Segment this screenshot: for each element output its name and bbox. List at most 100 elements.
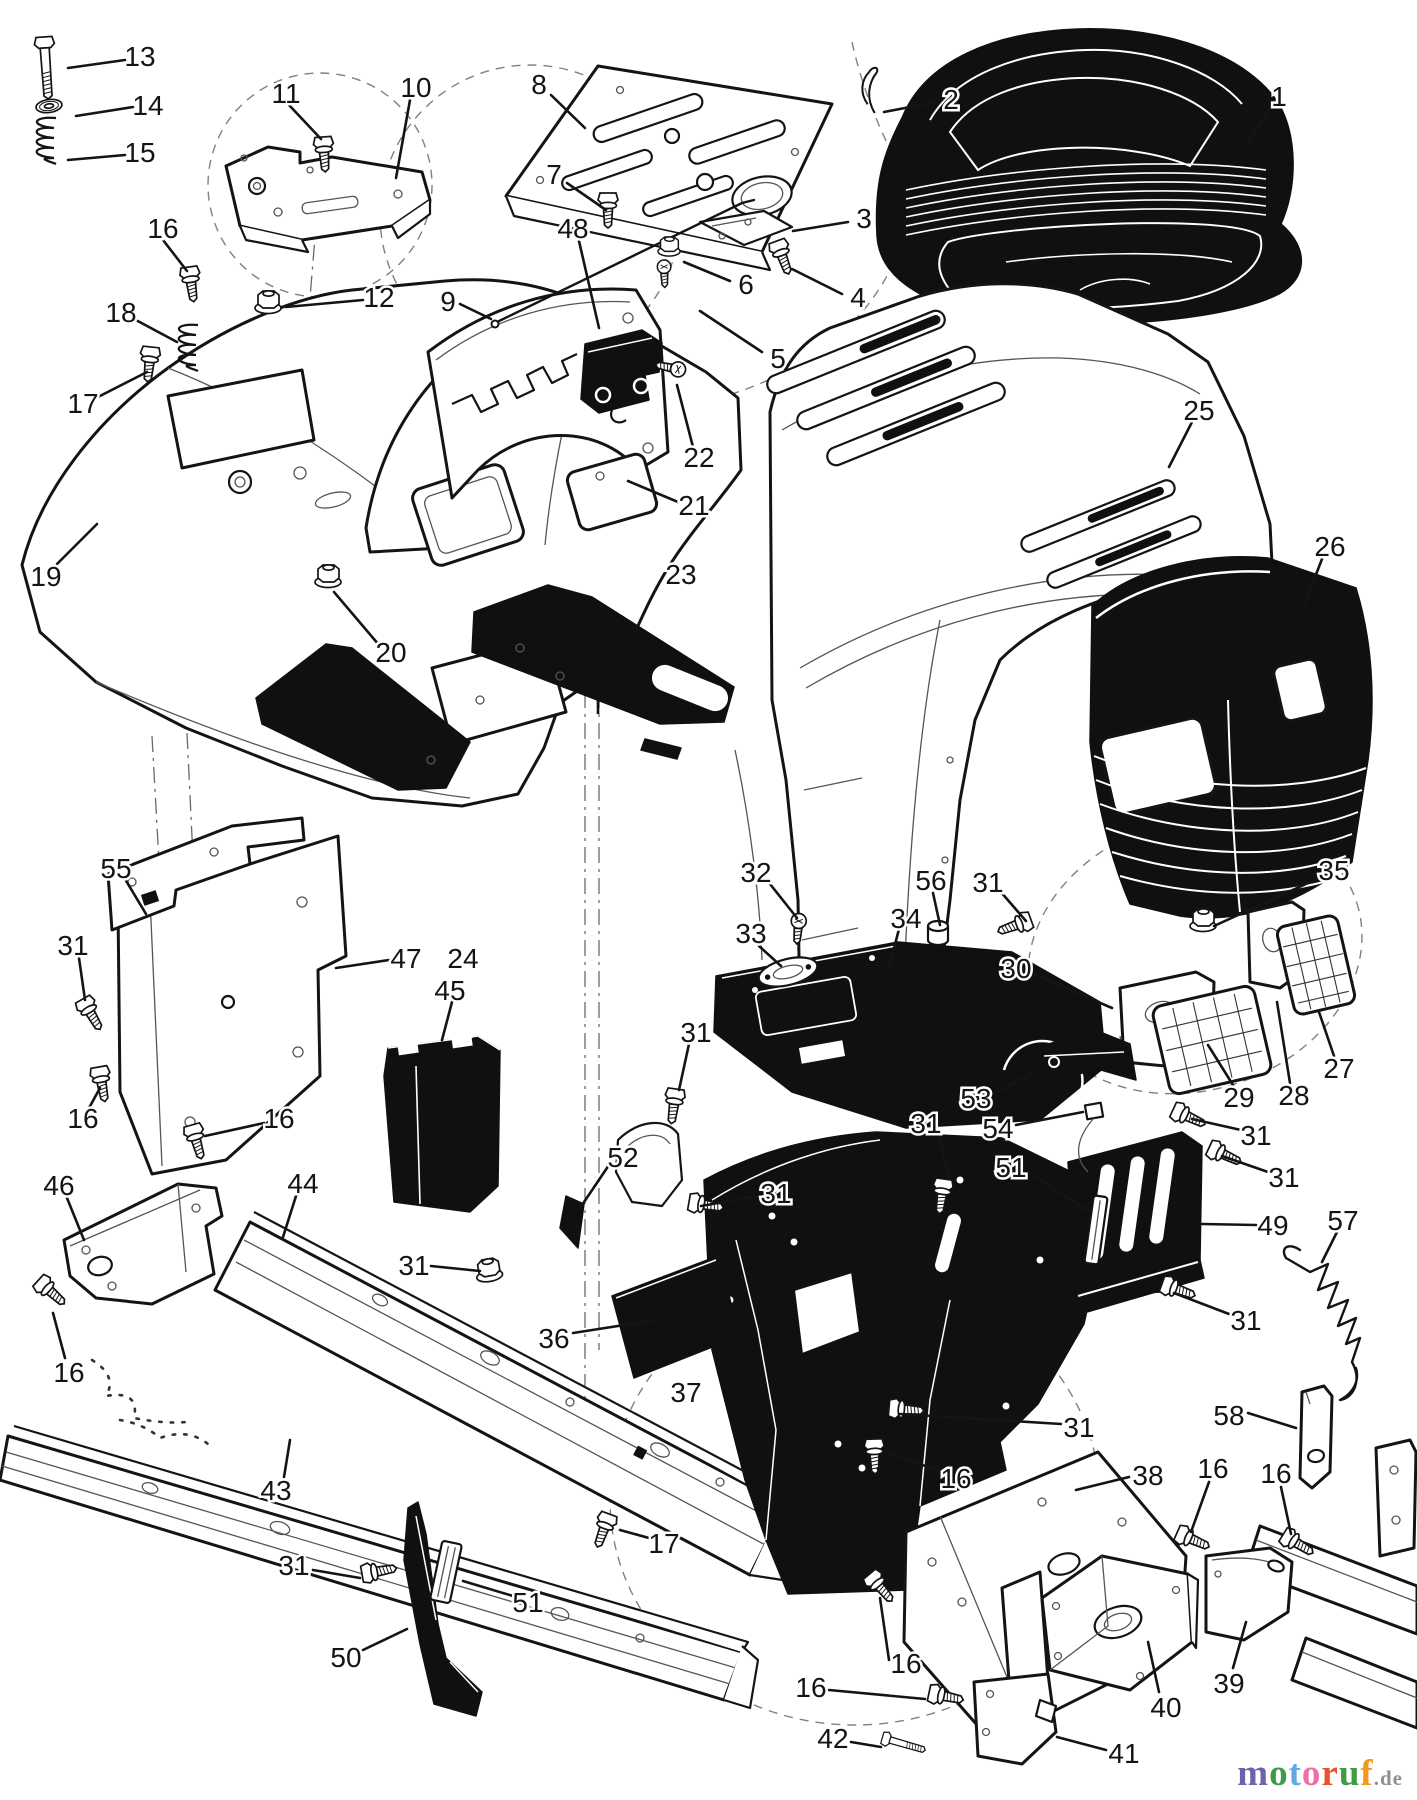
part-number-label: 16 (890, 1648, 921, 1679)
part-number-label: 18 (105, 297, 136, 328)
leader-line (1189, 1480, 1211, 1534)
up-arrow-icon (589, 666, 607, 694)
part-number-label: 37 (670, 1377, 701, 1408)
part-number-label: 31 (278, 1550, 309, 1581)
screw-31-icon (993, 909, 1036, 942)
part-number-label: 31 (1240, 1120, 1271, 1151)
battery-box-45 (383, 1031, 501, 1213)
leader-line (1317, 1010, 1336, 1058)
watermark-logo[interactable]: motoruf.de (1237, 1755, 1403, 1792)
leader-line (461, 1579, 515, 1598)
part-number-label: 53 (960, 1083, 991, 1114)
leader-line (203, 1121, 266, 1138)
part-number-label: 58 (1213, 1400, 1244, 1431)
leader-line (677, 1042, 691, 1092)
leader-line (66, 58, 127, 70)
seat-bracket-3 (698, 209, 794, 247)
part-number-label: 31 (1063, 1412, 1094, 1443)
washer-14-icon (34, 96, 64, 116)
support-bracket-46 (62, 1182, 224, 1306)
watermark-letter: o (1269, 1753, 1289, 1794)
part-number-label: 16 (147, 213, 178, 244)
leader-line (1301, 557, 1324, 610)
leader-line (94, 370, 149, 400)
part-number-label: 31 (398, 1250, 429, 1281)
leader-line (55, 522, 99, 566)
leader-line (1172, 1291, 1231, 1316)
part-number-label: 41 (1108, 1738, 1139, 1769)
gasket-plate-33 (757, 956, 819, 988)
wedge-52 (559, 1195, 585, 1249)
part-number-label: 26 (1314, 531, 1345, 562)
bracket-53 (1033, 1027, 1137, 1091)
leader-line (1246, 1411, 1298, 1430)
part-number-label: 57 (1327, 1205, 1358, 1236)
leader-line (849, 1740, 883, 1749)
part-number-label: 48 (557, 213, 588, 244)
leader-line (1027, 1170, 1089, 1212)
leader-line (1074, 1475, 1131, 1492)
leader-line (1243, 105, 1273, 149)
part-number-label: 35 (1318, 855, 1349, 886)
watermark-suffix: .de (1373, 1766, 1403, 1790)
leader-line (1200, 1222, 1258, 1227)
leader-line (790, 267, 844, 296)
leader-line (626, 479, 680, 504)
part-number-label: 47 (390, 943, 421, 974)
part-number-label: 32 (740, 857, 771, 888)
leader-line (1206, 1043, 1235, 1087)
part-number-label: 12 (363, 282, 394, 313)
frame-rail-44 (213, 1211, 804, 1584)
leader-line (334, 958, 391, 970)
dash-cover-34 (713, 941, 1107, 1129)
screw-31-icon (1168, 1099, 1210, 1135)
leader-line (74, 105, 135, 118)
axle-box-40 (1000, 1554, 1200, 1696)
part-number-label: 31 (760, 1178, 791, 1209)
nut-35-icon (1189, 908, 1217, 933)
part-number-label: 4 (850, 282, 866, 313)
headlight-lens-27 (1275, 914, 1357, 1016)
leader-line (698, 309, 764, 354)
part-number-label: 51 (995, 1152, 1026, 1183)
part-number-label: 7 (546, 159, 562, 190)
leader-line (440, 1000, 454, 1042)
leader-line (394, 98, 412, 180)
leader-line (332, 590, 381, 647)
part-number-label: 56 (915, 865, 946, 896)
part-number-label: 1 (1271, 81, 1287, 112)
leader-line (1279, 1485, 1293, 1536)
leader-line (682, 260, 732, 283)
part-number-label: 31 (1268, 1162, 1299, 1193)
part-number-label: 14 (132, 90, 163, 121)
part-number-label: 17 (648, 1528, 679, 1559)
part-number-label: 22 (683, 442, 714, 473)
hex-bolt-13-icon (33, 35, 60, 101)
leader-line (87, 1086, 102, 1110)
leader-line (1190, 1117, 1243, 1132)
grille-26 (1089, 556, 1373, 919)
leader-line (1212, 876, 1321, 928)
nut-6-icon (657, 236, 681, 257)
spring-57 (1282, 1245, 1362, 1402)
part-number-label: 11 (271, 78, 300, 109)
nut-12-icon (254, 290, 282, 315)
part-number-label: 28 (1278, 1080, 1309, 1111)
leader-line (791, 220, 850, 233)
part-number-label: 9 (440, 286, 456, 317)
part-number-label: 23 (665, 559, 696, 590)
leader-line (882, 100, 938, 114)
bracket-50 (403, 1501, 483, 1717)
watermark-letter: r (1321, 1753, 1339, 1794)
headlight-lens-29 (1151, 984, 1273, 1096)
screw-16-icon (178, 264, 205, 304)
part-number-label: 16 (1197, 1453, 1228, 1484)
leader-line (618, 1528, 651, 1540)
leader-line (77, 956, 87, 1002)
trim-strip-51-right (1083, 1194, 1109, 1266)
part-number-label: 34 (890, 903, 921, 934)
flap-39 (1204, 1546, 1294, 1642)
part-number-label: 16 (795, 1672, 826, 1703)
